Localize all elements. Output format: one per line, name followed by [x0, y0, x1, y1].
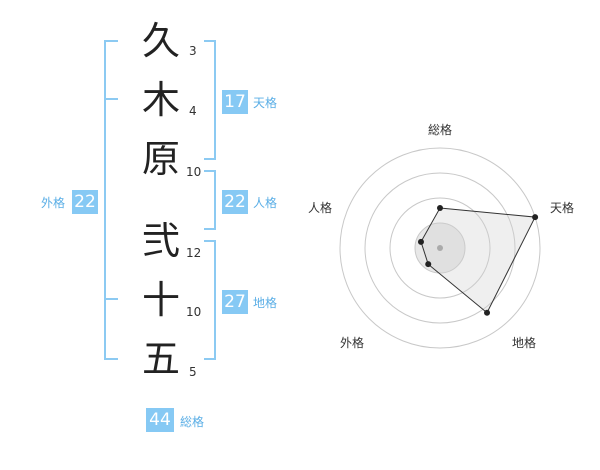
- gaikaku-label: 外格: [41, 196, 66, 210]
- radar-ring-3: [364, 172, 516, 324]
- soukaku-badge: 44: [146, 408, 174, 432]
- stroke-count-2: 4: [189, 104, 197, 118]
- name-char-6: 五: [141, 337, 180, 381]
- radar-axis-label-gaikaku: 外格: [340, 336, 365, 350]
- tenkaku-badge: 17: [222, 90, 248, 114]
- radar-ring-2: [389, 197, 491, 299]
- radar-axis-label-tenkaku: 天格: [550, 201, 575, 215]
- soukaku-label: 総格: [180, 415, 205, 429]
- name-char-2: 木: [141, 78, 180, 122]
- stroke-count-3: 10: [186, 165, 202, 179]
- radar-axis-label-jinkaku: 人格: [308, 201, 333, 215]
- jinkaku-bracket: [204, 170, 216, 230]
- gaikaku-badge: 22: [72, 190, 98, 214]
- name-char-1: 久: [141, 19, 180, 63]
- radar-point-2: [484, 309, 491, 316]
- chikaku-badge: 27: [222, 290, 248, 314]
- radar-axis-label-soukaku: 総格: [428, 123, 453, 137]
- name-char-3: 原: [141, 137, 180, 181]
- radar-point-4: [417, 238, 424, 245]
- radar-point-1: [532, 214, 539, 221]
- chikaku-label: 地格: [253, 296, 278, 310]
- chikaku-bracket: [204, 240, 216, 360]
- stroke-count-5: 10: [186, 305, 202, 319]
- stroke-count-4: 12: [186, 246, 202, 260]
- radar-point-0: [437, 205, 443, 211]
- jinkaku-label: 人格: [253, 196, 278, 210]
- radar-point-3: [425, 261, 432, 268]
- radar-ring-4: [339, 147, 541, 349]
- radar-center: [437, 245, 443, 251]
- stroke-count-1: 3: [189, 44, 197, 58]
- tenkaku-label: 天格: [253, 96, 278, 110]
- stroke-count-6: 5: [189, 365, 197, 379]
- jinkaku-badge: 22: [222, 190, 248, 214]
- name-char-4: 弐: [141, 219, 180, 263]
- gaikaku-bracket: [104, 40, 118, 360]
- radar-axis-label-chikaku: 地格: [512, 336, 537, 350]
- name-char-5: 十: [141, 278, 180, 322]
- tenkaku-bracket: [204, 40, 216, 160]
- gaikaku-tick-lower: [104, 298, 118, 300]
- radar-polygon: [420, 207, 536, 314]
- gaikaku-tick-upper: [104, 98, 118, 100]
